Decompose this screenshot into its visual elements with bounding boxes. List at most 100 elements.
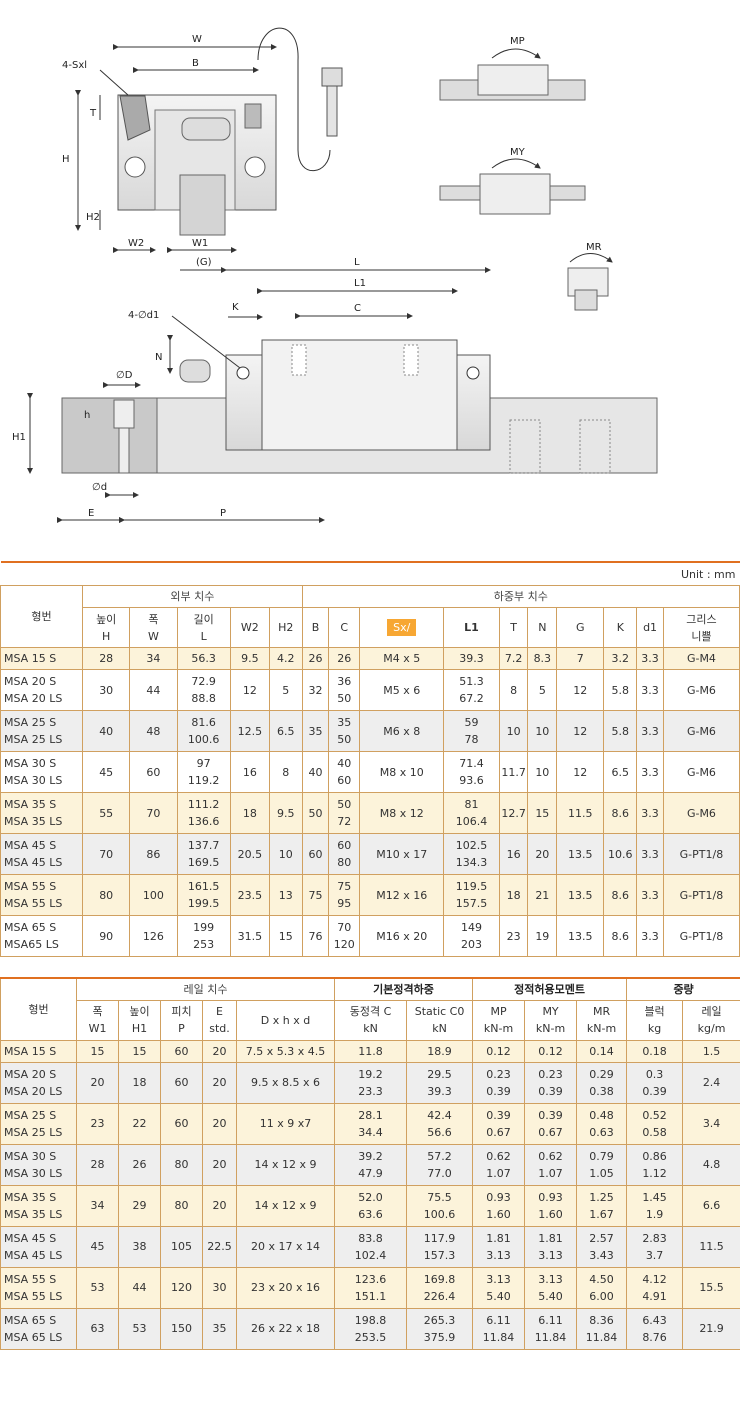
cell-d1: 3.3 (636, 792, 664, 834)
cell-E: 20 (202, 1184, 237, 1227)
cell-Sx: M5 x 6 (359, 669, 445, 711)
moment-mp-icon: MP (439, 36, 586, 101)
label-MY: MY (510, 147, 526, 158)
cell-T: 16 (498, 833, 529, 875)
cell-T: 11.7 (498, 751, 529, 793)
header-T: T (498, 607, 529, 648)
cell-H2: 9.5 (268, 792, 303, 834)
label-G: (G) (196, 257, 212, 268)
cell-P: 105 (160, 1225, 203, 1268)
cell-grease: G-PT1/8 (662, 833, 740, 875)
header-basic-load-rating: 기본정격하중 (334, 977, 474, 1001)
cell-G: 13.5 (556, 833, 605, 875)
label-H: H (62, 154, 70, 165)
cell-B: 76 (301, 915, 330, 957)
cell-E: 20 (202, 1039, 237, 1063)
header-weight: 중량 (626, 977, 740, 1001)
cell-H2: 13 (268, 874, 303, 916)
cell-B: 35 (301, 710, 330, 752)
label-d1: 4-∅d1 (128, 310, 159, 321)
cell-d1: 3.3 (636, 647, 664, 670)
cell-H2: 5 (268, 669, 303, 711)
cell-W: 126 (129, 915, 178, 957)
cell-MY: 0.12 (524, 1039, 578, 1063)
cell-P: 150 (160, 1307, 203, 1350)
cell-H: 55 (82, 792, 131, 834)
cell-E: 30 (202, 1266, 237, 1309)
cell-N: 19 (527, 915, 558, 957)
header-d1: d1 (636, 607, 664, 648)
cell-L: 56.3 (176, 647, 231, 670)
label-MR: MR (586, 242, 602, 253)
cell-W1: 53 (76, 1266, 119, 1309)
cell-W: 70 (129, 792, 178, 834)
cell-B: 26 (301, 647, 330, 670)
cell-Sx: M8 x 10 (359, 751, 445, 793)
label-D: ∅D (116, 370, 133, 381)
cell-W: 48 (129, 710, 178, 752)
cell-P: 80 (160, 1184, 203, 1227)
cell-W1: 23 (76, 1102, 119, 1145)
cell-K: 3.2 (603, 647, 638, 670)
cell-Dhd: 23 x 20 x 16 (235, 1266, 336, 1309)
cell-H1: 22 (118, 1102, 161, 1145)
cell-rail-weight: 2.4 (682, 1061, 740, 1104)
cell-rail-weight: 11.5 (682, 1225, 740, 1268)
cell-H: 70 (82, 833, 131, 875)
cell-E: 20 (202, 1143, 237, 1186)
cell-K: 10.6 (603, 833, 638, 875)
header-outer-dimensions: 외부 치수 (82, 585, 303, 608)
label-T: T (89, 108, 97, 119)
cell-grease: G-PT1/8 (662, 874, 740, 916)
cell-L1: 39.3 (443, 647, 500, 670)
header-K: K (603, 607, 638, 648)
cell-rail-weight: 15.5 (682, 1266, 740, 1309)
cell-P: 80 (160, 1143, 203, 1186)
cell-Dhd: 26 x 22 x 18 (235, 1307, 336, 1350)
cell-G: 12 (556, 669, 605, 711)
cell-Dhd: 11 x 9 x7 (235, 1102, 336, 1145)
label-E: E (88, 508, 94, 519)
cell-Sx: M8 x 12 (359, 792, 445, 834)
cell-E: 35 (202, 1307, 237, 1350)
cell-W1: 20 (76, 1061, 119, 1104)
cell-N: 15 (527, 792, 558, 834)
header-G: G (556, 607, 605, 648)
cell-W2: 12.5 (229, 710, 270, 752)
label-N: N (155, 352, 162, 363)
